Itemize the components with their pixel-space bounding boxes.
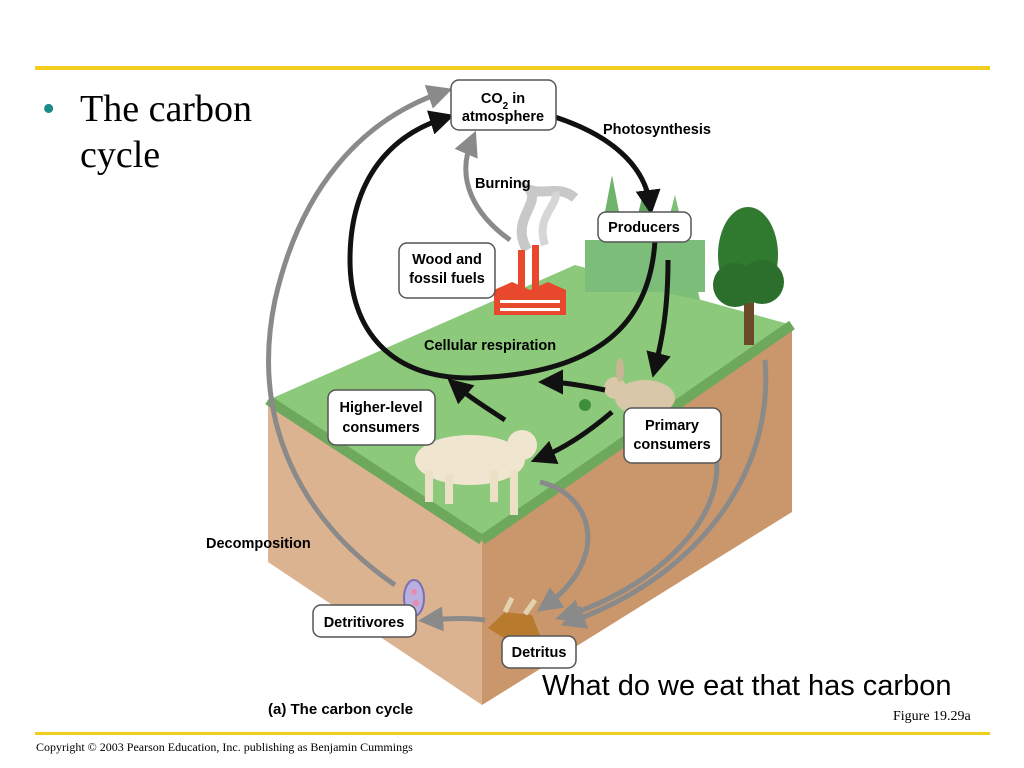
primary-consumers-node: Primary consumers — [623, 407, 722, 464]
co2-node: CO2 in atmosphere — [450, 79, 557, 131]
rabbit-illustration — [579, 358, 675, 416]
producers-node: Producers — [597, 211, 692, 243]
cellular-respiration-label: Cellular respiration — [424, 338, 556, 354]
burning-arrow — [454, 130, 512, 243]
decomposition-label: Decomposition — [206, 536, 311, 552]
producers-to-primary-arrow — [646, 259, 671, 378]
svg-text:Detritus: Detritus — [512, 645, 567, 661]
figure-reference: Figure 19.29a — [893, 709, 971, 724]
svg-text:Producers: Producers — [608, 220, 680, 236]
tree-illustration — [713, 207, 784, 345]
photosynthesis-label: Photosynthesis — [603, 122, 711, 138]
svg-text:Higher-level: Higher-level — [340, 400, 423, 416]
question-text: What do we eat that has carbon — [542, 670, 952, 702]
svg-text:fossil fuels: fossil fuels — [409, 271, 485, 287]
photosynthesis-arrow — [554, 114, 661, 215]
svg-text:CO2 in: CO2 in — [481, 91, 525, 112]
copyright-notice: Copyright © 2003 Pearson Education, Inc.… — [36, 740, 413, 754]
bullet-marker: • — [42, 88, 56, 130]
producers-to-detritus-arrow — [560, 359, 769, 629]
higher-to-detritus-arrow — [536, 479, 591, 612]
detritivores-node: Detritivores — [312, 604, 417, 638]
figure-caption: (a) The carbon cycle — [268, 701, 414, 718]
factory-illustration — [494, 180, 579, 315]
bottom-accent-rule — [35, 732, 990, 735]
svg-text:atmosphere: atmosphere — [462, 109, 544, 125]
primary-respiration-arrow — [538, 369, 606, 395]
svg-text:Primary: Primary — [645, 418, 699, 434]
higher-level-consumers-node: Higher-level consumers — [327, 389, 436, 446]
svg-text:Wood and: Wood and — [412, 252, 482, 268]
svg-text:consumers: consumers — [633, 437, 710, 453]
burning-label: Burning — [475, 176, 531, 192]
detritus-to-detritivores-arrow — [418, 606, 486, 632]
detritus-illustration — [488, 596, 540, 642]
top-accent-rule — [35, 66, 990, 70]
primary-to-higher-arrow — [530, 410, 614, 465]
bullet-text: The carbon cycle — [80, 88, 252, 176]
svg-text:Detritivores: Detritivores — [324, 615, 405, 631]
svg-text:consumers: consumers — [342, 420, 419, 436]
higher-respiration-arrow — [447, 378, 507, 423]
lynx-illustration — [415, 430, 537, 515]
primary-to-detritus-arrow — [555, 449, 720, 624]
respiration-loop-arrow — [347, 110, 658, 381]
grass-edge-front — [265, 395, 485, 545]
detritus-node: Detritus — [501, 635, 577, 669]
wood-fossil-fuels-node: Wood and fossil fuels — [398, 242, 496, 299]
decomposition-arrow — [266, 84, 453, 588]
